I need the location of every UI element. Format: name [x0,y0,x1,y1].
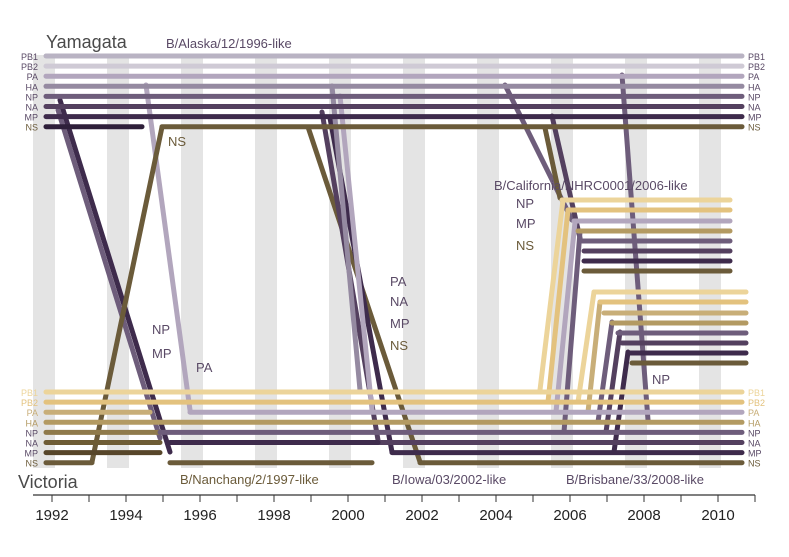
segment-annotation: NS [390,338,408,353]
lineage-label-california: B/California/NHRC0001/2006-like [494,178,688,193]
segment-label-pa: PA [748,72,759,82]
season-band [403,55,425,468]
segment-label-np: NP [748,428,761,438]
season-band [181,55,203,468]
segment-label-pa: PA [27,408,38,418]
segment-label-pa: PA [27,72,38,82]
lineage-label-alaska: B/Alaska/12/1996-like [166,36,292,51]
segment-label-ns: NS [25,123,38,133]
segment-annotation: MP [390,316,410,331]
segment-label-pb1: PB1 [21,52,38,62]
x-tick-label: 1996 [183,507,216,524]
segment-label-na: NA [748,103,761,113]
reassortment-link [595,319,615,425]
season-band [33,55,55,468]
reassortment-link [329,83,363,393]
x-tick-label: 2010 [701,507,734,524]
segment-label-ns: NS [748,123,761,133]
segment-label-pa: PA [748,408,759,418]
segment-label-ha: HA [25,418,38,428]
segment-label-mp: MP [748,113,762,123]
segment-label-mp: MP [748,449,762,459]
reassortment-link [143,82,193,413]
title-victoria: Victoria [18,472,79,492]
segment-label-pb1: PB1 [748,388,765,398]
season-band [255,55,277,468]
x-tick-label: 2006 [553,507,586,524]
segment-label-mp: MP [25,113,39,123]
segment-label-pb1: PB1 [748,52,765,62]
segment-label-ha: HA [25,82,38,92]
segment-annotation: NP [652,372,670,387]
segment-annotation: NP [152,322,170,337]
x-tick-label: 1992 [35,507,68,524]
reassortment-link [542,125,563,201]
segment-label-ns: NS [25,459,38,469]
segment-label-pb2: PB2 [748,62,765,72]
segment-annotation: NP [516,196,534,211]
segment-label-na: NA [748,439,761,449]
segment-label-ns: NS [748,459,761,469]
x-tick-label: 2008 [627,507,660,524]
reassortment-link [603,329,623,435]
segment-annotation: PA [390,274,407,289]
segment-label-na: NA [25,439,38,449]
segment-label-pb2: PB2 [748,398,765,408]
segment-annotation: MP [152,346,172,361]
segment-label-pb2: PB2 [21,398,38,408]
segment-annotation: NS [168,134,186,149]
x-tick-label: 2000 [331,507,364,524]
segment-annotation: NS [516,238,534,253]
reassortment-link [575,289,597,405]
reassortment-link [545,207,571,405]
x-tick-label: 2002 [405,507,438,524]
segment-annotations: NS NP MP PA PA NA MP NS NP MP NS NP [152,134,670,387]
reassortment-link [89,124,165,465]
x-tick-label: 2004 [479,507,512,524]
reassortment-link [561,229,583,435]
segment-annotation: NA [390,294,408,309]
lineage-label-nanchang: B/Nanchang/2/1997-like [180,472,319,487]
reassortment-link [537,197,566,393]
segment-label-mp: MP [25,449,39,459]
lineage-label-iowa: B/Iowa/03/2002-like [392,472,506,487]
segment-label-ha: HA [748,82,761,92]
x-axis: 1992 1994 1996 1998 2000 2002 2004 2006 2008 2010 [33,494,756,524]
reassortment-link [553,219,578,415]
segment-annotation: MP [516,216,536,231]
segment-label-np: NP [25,92,38,102]
lineage-label-brisbane: B/Brisbane/33/2008-like [566,472,704,487]
title-yamagata: Yamagata [46,32,128,52]
segment-label-ha: HA [748,418,761,428]
x-tick-label: 1998 [257,507,290,524]
season-band [477,55,499,468]
segment-label-pb1: PB1 [21,388,38,398]
segment-label-np: NP [25,428,38,438]
segment-label-na: NA [25,103,38,113]
segment-annotation: PA [196,360,213,375]
reassortment-link [55,107,163,441]
segment-label-pb2: PB2 [21,62,38,72]
segment-tracks [43,53,749,466]
reassortment-link [337,93,375,413]
segment-label-np: NP [748,92,761,102]
x-tick-label: 1994 [109,507,142,524]
reassortment-link [549,113,583,241]
